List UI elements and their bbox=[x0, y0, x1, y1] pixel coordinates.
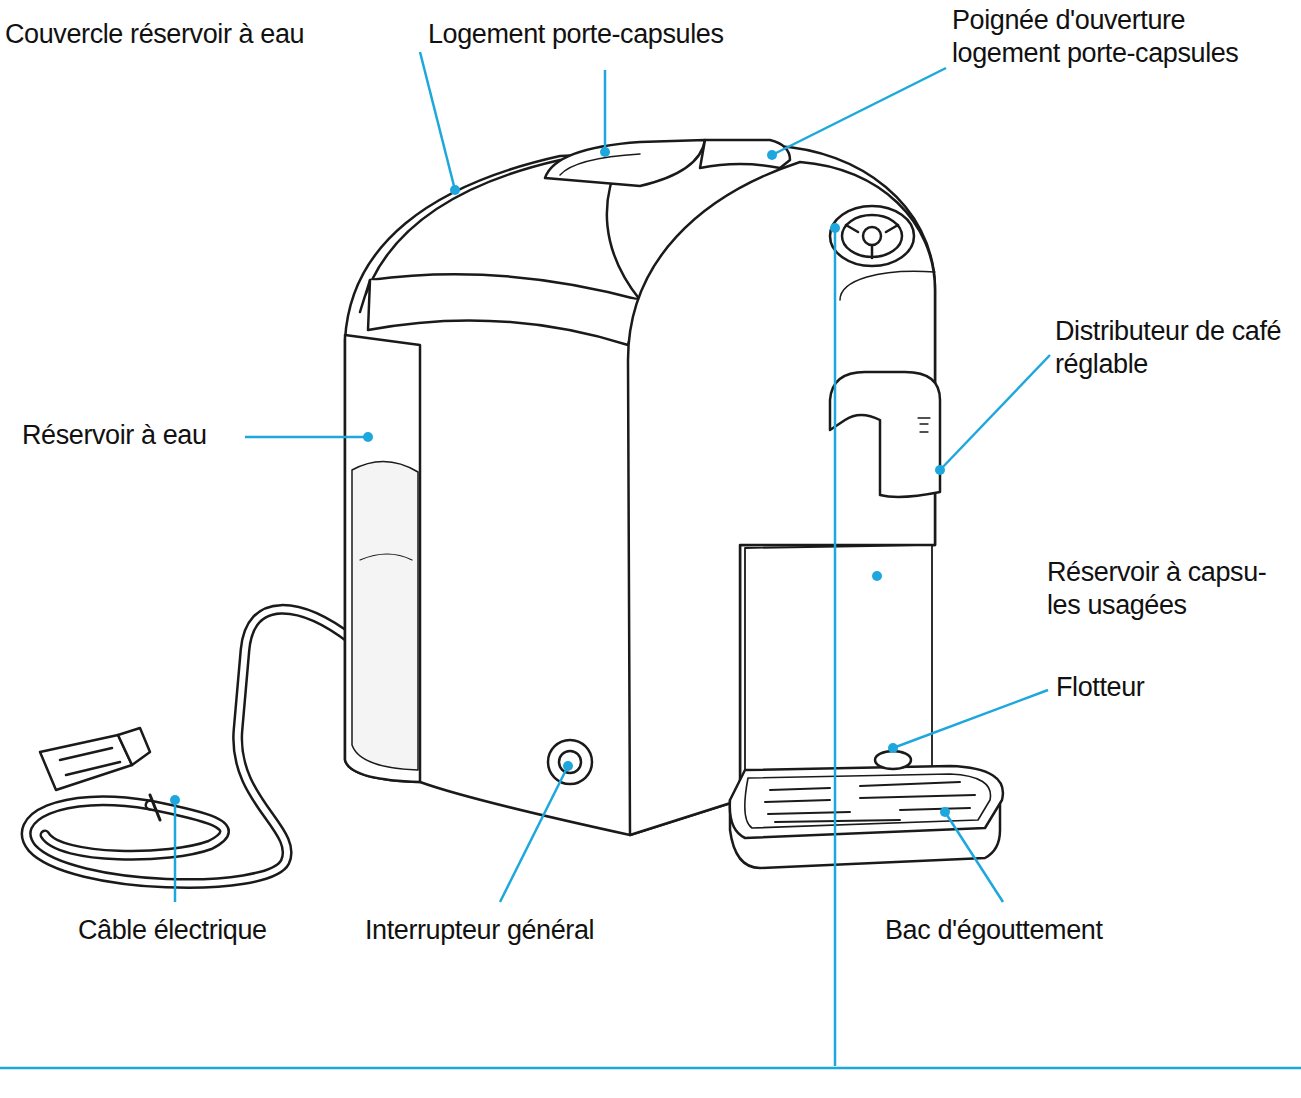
machine-body bbox=[345, 146, 935, 835]
leader-dots bbox=[170, 147, 950, 817]
part-label: Bac d'égouttement bbox=[885, 914, 1103, 947]
part-label: Réservoir à eau bbox=[22, 419, 207, 452]
power-cable bbox=[26, 609, 352, 883]
capsule-bin bbox=[745, 545, 932, 790]
part-label: Câble électrique bbox=[78, 914, 267, 947]
capsule-housing bbox=[545, 140, 705, 186]
part-label: Distributeur de café réglable bbox=[1055, 315, 1293, 381]
coffee-spout bbox=[830, 372, 940, 497]
opening-handle bbox=[700, 140, 790, 168]
part-label: Logement porte-capsules bbox=[428, 18, 724, 51]
drip-tray bbox=[730, 751, 1003, 868]
float bbox=[875, 751, 911, 769]
part-label: Interrupteur général bbox=[365, 914, 594, 947]
part-label: Flotteur bbox=[1056, 671, 1144, 704]
part-label: Couvercle réservoir à eau bbox=[5, 18, 304, 51]
part-label: Réservoir à capsu- les usagées bbox=[1047, 556, 1295, 622]
part-label: Poignée d'ouverture logement porte-capsu… bbox=[952, 4, 1287, 70]
water-tank bbox=[345, 335, 420, 782]
leader-lines bbox=[0, 52, 1301, 1068]
brew-button bbox=[830, 206, 914, 266]
main-switch bbox=[548, 740, 592, 784]
front-panel bbox=[628, 162, 935, 835]
